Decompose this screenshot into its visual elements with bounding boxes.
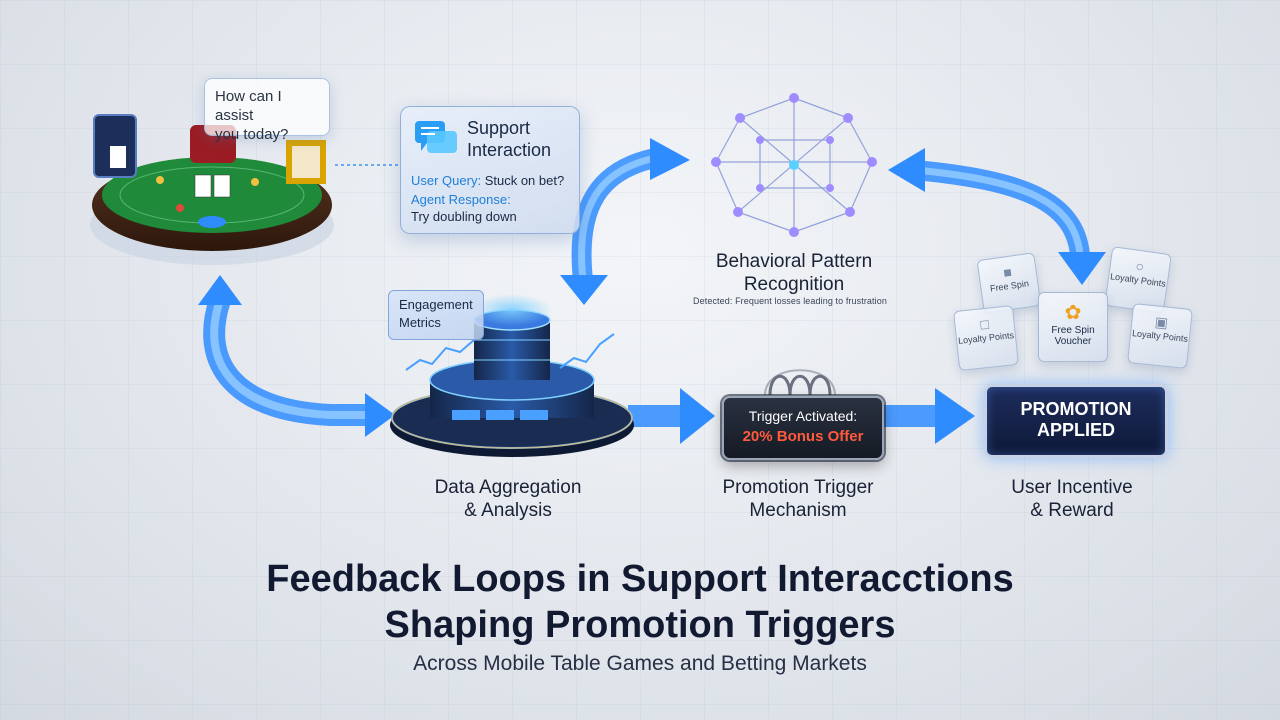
assist-line-1: How can I assist bbox=[215, 88, 282, 124]
user-incentive-label: User Incentive & Reward bbox=[960, 476, 1184, 522]
trigger-label-line-2: Mechanism bbox=[749, 500, 847, 521]
metrics-trend-line bbox=[405, 339, 475, 371]
assist-line-2: you today? bbox=[215, 126, 289, 143]
agent-response-value: Try doubling down bbox=[411, 209, 517, 224]
promo-line-1: PROMOTION bbox=[1020, 399, 1132, 419]
pattern-label-line-1: Behavioral Pattern bbox=[715, 251, 873, 272]
data-label-line-1: Data Aggregation bbox=[434, 477, 582, 498]
pattern-recognition-label: Behavioral Pattern Recognition bbox=[660, 250, 928, 296]
trigger-activated-card: Trigger Activated: 20% Bonus Offer bbox=[722, 396, 884, 460]
arrow-trigger-to-promo-shaft bbox=[884, 405, 942, 427]
pattern-label-line-2: Recognition bbox=[743, 274, 845, 295]
promo-line-2: APPLIED bbox=[1036, 420, 1115, 440]
arrow-support-to-data bbox=[571, 148, 665, 290]
arrowhead-to-trigger bbox=[680, 388, 715, 444]
poker-table-illustration bbox=[90, 114, 334, 265]
agent-response-value-line: Try doubling down bbox=[411, 209, 517, 224]
promotion-applied-badge: PROMOTION APPLIED bbox=[984, 384, 1168, 458]
arrow-pattern-to-reward bbox=[905, 160, 1090, 265]
metrics-line-2: Metrics bbox=[399, 315, 441, 330]
support-title: Support Interaction bbox=[467, 117, 551, 161]
arrowhead-to-table bbox=[198, 275, 242, 305]
agent-response-key-line: Agent Response: bbox=[411, 192, 511, 207]
assist-speech-bubble: How can I assist you today? bbox=[204, 78, 330, 143]
user-query-value: Stuck on bet? bbox=[481, 173, 565, 188]
arrowhead-to-data bbox=[365, 393, 395, 437]
arrowhead-to-database bbox=[560, 275, 608, 305]
title-line-1: Feedback Loops in Support Interacctions bbox=[266, 558, 1014, 600]
arrow-data-to-trigger-shaft bbox=[628, 405, 690, 427]
voucher-line-1: Free Spin bbox=[1051, 325, 1095, 336]
user-query-line: User Query: Stuck on bet? bbox=[411, 173, 564, 188]
page-title: Feedback Loops in Support Interacctions … bbox=[0, 556, 1280, 648]
page-subtitle: Across Mobile Table Games and Betting Ma… bbox=[413, 652, 867, 675]
engagement-metrics-panel: Engagement Metrics bbox=[388, 290, 484, 340]
data-label-line-2: & Analysis bbox=[464, 500, 552, 521]
reward-card-free-spin: ■ Free Spin bbox=[976, 252, 1042, 314]
arrowhead-to-rewards bbox=[1058, 252, 1106, 285]
trigger-bonus-offer: 20% Bonus Offer bbox=[742, 428, 864, 445]
arrowhead-to-promo bbox=[935, 388, 975, 444]
database-tower-illustration bbox=[390, 294, 634, 457]
arrowhead-to-pattern-right bbox=[888, 148, 925, 192]
gift-icon: ✿ bbox=[1064, 302, 1082, 324]
support-title-line-2: Interaction bbox=[467, 140, 552, 160]
arrowhead-to-pattern bbox=[650, 138, 690, 180]
agent-response-key: Agent Response: bbox=[411, 192, 511, 207]
spring-illustration bbox=[764, 369, 836, 396]
pattern-detected-note: Detected: Frequent losses leading to fru… bbox=[693, 296, 887, 306]
trigger-line-1: Trigger Activated: bbox=[748, 408, 858, 424]
reward-card-free-spin-voucher: ✿ Free Spin Voucher bbox=[1038, 292, 1108, 362]
reward-card-loyalty-right: ▣ Loyalty Points bbox=[1127, 303, 1193, 369]
network-nodes bbox=[711, 93, 877, 237]
metrics-line-1: Engagement bbox=[399, 297, 473, 312]
voucher-line-2: Voucher bbox=[1054, 336, 1092, 347]
support-title-line-1: Support bbox=[467, 118, 531, 138]
data-aggregation-label: Data Aggregation & Analysis bbox=[396, 476, 620, 522]
promotion-trigger-label: Promotion Trigger Mechanism bbox=[686, 476, 910, 522]
metrics-trend-line-right bbox=[559, 333, 615, 369]
arrow-table-to-data bbox=[203, 289, 381, 426]
reward-card-loyalty-left: □ Loyalty Points bbox=[953, 305, 1019, 371]
reward-label-line-1: User Incentive bbox=[1011, 477, 1133, 498]
support-interaction-card: Support Interaction User Query: Stuck on… bbox=[400, 106, 580, 234]
reward-label-line-2: & Reward bbox=[1030, 500, 1114, 521]
trigger-label-line-1: Promotion Trigger bbox=[722, 477, 874, 498]
title-line-2: Shaping Promotion Triggers bbox=[384, 604, 896, 646]
user-query-key: User Query: bbox=[411, 173, 482, 188]
chat-icon bbox=[415, 121, 457, 153]
